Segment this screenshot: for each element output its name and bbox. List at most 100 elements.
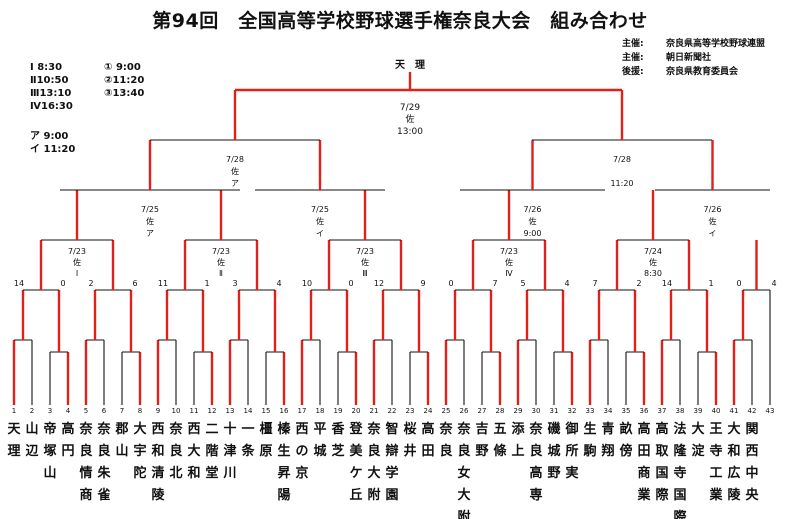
match-time: Ⅲ <box>362 269 368 278</box>
team-number: 38 <box>676 407 685 415</box>
team-name-char: 取 <box>655 444 669 459</box>
team-number: 27 <box>478 407 487 415</box>
team-number: 29 <box>514 407 523 415</box>
score-label: 0 <box>348 279 353 288</box>
team-name-char: 郡 <box>114 422 128 437</box>
team-number: 22 <box>388 407 397 415</box>
team-name-char: 雀 <box>96 487 110 503</box>
schedule-time-3: Ⅲ13:10 <box>30 88 72 99</box>
team-name-char: 田 <box>637 444 650 459</box>
team-name-char: 畝 <box>619 421 633 437</box>
team-number: 1 <box>12 407 16 415</box>
score-label: 4 <box>276 279 281 288</box>
team-number: 36 <box>640 407 649 415</box>
team-name-char: 大 <box>457 487 470 503</box>
team-name-char: 朱 <box>96 465 111 481</box>
team-name-char: 良 <box>169 443 182 459</box>
team-name-char: 香 <box>330 421 345 437</box>
score-label: 14 <box>662 279 672 288</box>
match-time: ア <box>146 229 154 238</box>
score-label: 1 <box>708 279 713 288</box>
team-name-char: 高 <box>529 465 542 481</box>
match-time: 11:20 <box>610 179 633 188</box>
team-name-char: 学 <box>385 465 398 481</box>
team-name-char: 芝 <box>331 443 344 459</box>
team-name-char: 理 <box>7 444 20 459</box>
team-name-char: 陽 <box>277 487 290 503</box>
team-name-char: 良 <box>367 443 380 459</box>
team-name-char: 大 <box>367 465 380 481</box>
team-name-char: 良 <box>439 443 452 459</box>
team-name-char: 園 <box>385 487 398 503</box>
team-name-char: 高 <box>655 421 668 437</box>
team-number: 30 <box>532 407 541 415</box>
team-name-char: 商 <box>637 465 650 481</box>
match-date: 7/26 <box>704 205 722 214</box>
page-title: 第94回 全国高等学校野球選手権奈良大会 組み合わせ <box>152 10 648 32</box>
team-number: 39 <box>694 407 703 415</box>
team-name-char: 条 <box>241 443 255 459</box>
team-number: 43 <box>766 407 775 415</box>
team-name-char: 野 <box>547 466 560 481</box>
team-name-char: 平 <box>313 422 326 437</box>
team-name-char: 天 <box>7 422 21 437</box>
team-number: 19 <box>334 407 343 415</box>
score-label: 6 <box>132 279 137 288</box>
team-number: 10 <box>172 407 181 415</box>
team-name-char: 実 <box>565 465 578 481</box>
match-venue: 佐 <box>73 257 81 267</box>
match-date: 7/26 <box>524 205 542 214</box>
team-number: 16 <box>280 407 289 415</box>
team-number: 11 <box>190 407 199 415</box>
organizer-line: 後援:奈良県教育委員会 <box>622 67 739 77</box>
team-name-char: 生 <box>583 421 596 437</box>
team-name-char: 良 <box>457 443 470 459</box>
match-date: 7/28 <box>226 155 244 164</box>
team-name-char: 西 <box>745 444 758 459</box>
score-label: 12 <box>374 279 384 288</box>
team-number: 34 <box>604 407 613 415</box>
team-number: 41 <box>730 407 739 415</box>
match-time: Ⅱ <box>219 269 223 278</box>
team-name-char: 西 <box>151 422 164 437</box>
schedule-time-1: Ⅰ 8:30 <box>30 62 63 73</box>
team-name-char: ケ <box>349 466 362 481</box>
match-time: 9:00 <box>524 229 542 238</box>
team-name-char: 吉 <box>475 422 488 437</box>
match-date: 7/23 <box>500 247 518 256</box>
score-label: 3 <box>232 279 237 288</box>
team-name-char: 大 <box>133 421 146 437</box>
match-date: 7/24 <box>644 247 662 256</box>
score-label: 5 <box>520 279 525 288</box>
match-date: 7/23 <box>356 247 374 256</box>
team-name-char: 際 <box>673 509 687 519</box>
team-name-char: 丘 <box>349 488 362 503</box>
team-name-char: 良 <box>97 443 110 459</box>
score-label: 10 <box>302 279 312 288</box>
team-number: 25 <box>442 407 451 415</box>
score-label: 7 <box>592 279 597 288</box>
team-name-char: 高 <box>637 421 650 437</box>
team-name-char: 上 <box>511 444 524 459</box>
team-name-char: 寺 <box>709 443 722 459</box>
team-name-char: 榛 <box>277 421 290 437</box>
team-name-char: 青 <box>601 421 614 437</box>
score-label: 9 <box>420 279 425 288</box>
team-name-char: 美 <box>349 443 363 459</box>
schedule-slot-2: ②11:20 <box>104 75 145 86</box>
team-name-char: 傍 <box>619 443 632 459</box>
team-number: 4 <box>66 407 71 415</box>
team-name-char: 附 <box>367 487 380 503</box>
team-name-char: 奈 <box>168 421 183 437</box>
team-number: 5 <box>84 407 88 415</box>
team-name-char: 王 <box>709 422 722 437</box>
team-name-char: 山 <box>25 421 38 437</box>
team-name-char: 陵 <box>727 487 741 503</box>
team-name-char: 西 <box>187 422 200 437</box>
match-venue: 佐 <box>316 216 324 226</box>
match-venue: 佐 <box>505 257 513 267</box>
team-name-char: 野 <box>475 444 488 459</box>
team-name-char: 高 <box>61 421 74 437</box>
score-label: 4 <box>771 279 776 288</box>
team-name-char: 寺 <box>673 465 686 481</box>
